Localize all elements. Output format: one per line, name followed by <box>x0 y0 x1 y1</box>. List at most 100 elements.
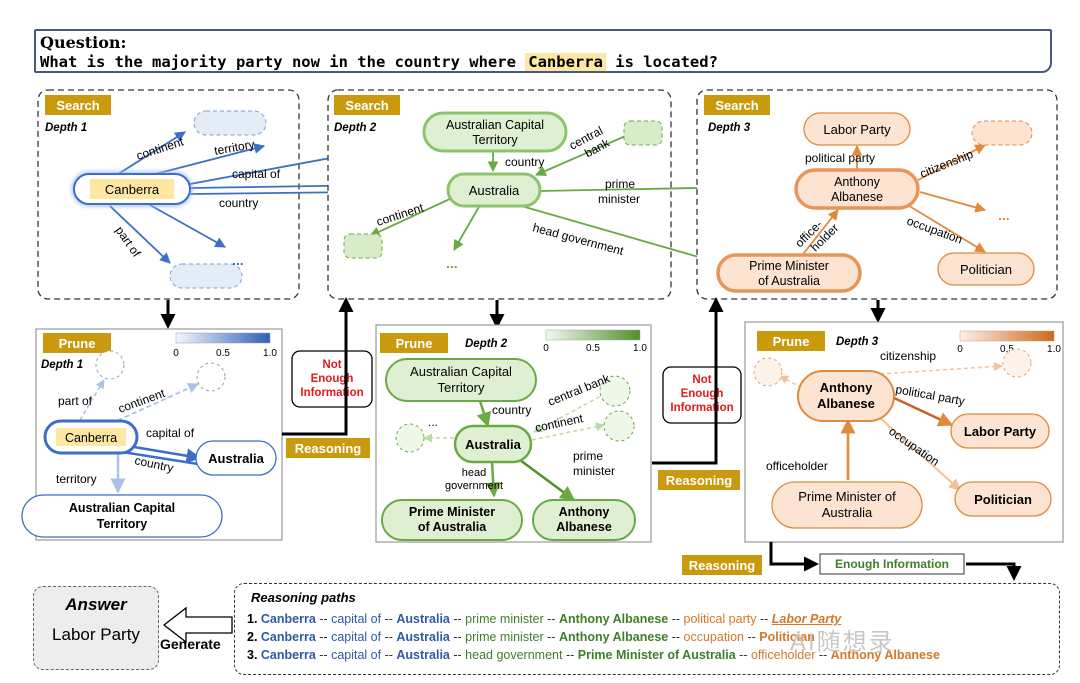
edge-part-of <box>109 205 171 264</box>
placeholder-node <box>1002 348 1032 378</box>
left-arrow-icon <box>162 606 233 644</box>
depth-label: Depth 3 <box>836 336 879 348</box>
scale-tick: 0.5 <box>1000 344 1014 355</box>
reasoning-badge-label: Reasoning <box>295 441 362 456</box>
path-segment: -- <box>315 648 332 662</box>
entity-label: Politician <box>974 492 1032 507</box>
entity-label: Politician <box>960 262 1012 277</box>
entity-label-line: Anthony <box>559 505 610 519</box>
ellipsis: ... <box>232 252 244 268</box>
path-segment: -- <box>381 648 397 662</box>
placeholder-node <box>623 120 663 146</box>
generate-label: Generate <box>160 636 221 652</box>
entity-label-line: Albanese <box>817 396 875 411</box>
entity-label-line: Anthony <box>820 380 873 395</box>
path-segment: 1. <box>247 612 261 626</box>
path-segment: Canberra <box>260 648 316 662</box>
reasoning-paths-box: Reasoning paths 1. Canberra -- capital o… <box>234 583 1060 675</box>
down-arrow-icon <box>966 562 1022 581</box>
not-enough-info-box <box>291 350 373 408</box>
placeholder-node <box>193 110 267 136</box>
politician-node <box>954 481 1052 517</box>
search-panel-depth1: Search Depth 1 Canberra continent territ… <box>37 89 450 300</box>
entity-label-line: Australia <box>822 505 873 520</box>
scale-tick: 1.0 <box>633 343 647 354</box>
answer-box: Answer Labor Party <box>33 586 159 670</box>
path-segment: Anthony Albanese <box>558 630 669 644</box>
entity-label-line: Australian Capital <box>69 501 175 515</box>
edge-political-party <box>891 395 954 427</box>
depth-label: Depth 3 <box>708 122 751 134</box>
edge-citizenship <box>917 144 986 181</box>
path-segment: -- <box>756 612 772 626</box>
relation-label: capital of <box>146 426 195 440</box>
edge-other <box>453 204 481 251</box>
path-segment: Politician <box>759 630 815 644</box>
depth-label: Depth 1 <box>45 122 87 134</box>
edge-country <box>121 450 199 466</box>
path-segment: head government <box>465 648 563 662</box>
entity-label-line: Prime Minister of <box>798 489 896 504</box>
reasoning-badge-label: Reasoning <box>666 473 733 488</box>
relation-label-line: minister <box>573 464 615 478</box>
placeholder-node <box>603 410 635 442</box>
scale-tick: 1.0 <box>1047 344 1061 355</box>
relation-label: territory <box>213 137 255 158</box>
reasoning-step-3: Reasoning Enough Information <box>682 542 1022 581</box>
politician-node <box>937 252 1035 286</box>
path-segment: -- <box>543 630 559 644</box>
reasoning-path-line: 2. Canberra -- capital of -- Australia -… <box>247 630 815 644</box>
path-segment: Canberra <box>260 612 316 626</box>
path-segment: -- <box>381 630 397 644</box>
placeholder-node <box>196 362 226 392</box>
entity-label: Labor Party <box>823 122 891 137</box>
relation-label: country <box>219 196 258 210</box>
edge-continent <box>109 383 199 425</box>
not-enough-line: Enough <box>681 388 724 400</box>
entity-label-line: Prime Minister <box>749 259 829 273</box>
entity-label: Canberra <box>65 431 117 445</box>
relation-label: officeholder <box>766 459 828 473</box>
path-segment: 2. <box>247 630 261 644</box>
reasoning-badge-label: Reasoning <box>689 558 756 573</box>
path-segment: Prime Minister of Australia <box>577 648 736 662</box>
not-enough-line: Information <box>300 387 363 399</box>
path-segment: -- <box>815 648 831 662</box>
watermark-logo: AI随想录 <box>790 629 895 656</box>
depth-label: Depth 1 <box>41 359 83 371</box>
entity-label-line: of Australia <box>758 274 820 288</box>
edge-occupation <box>879 417 961 491</box>
edge-part-of <box>79 379 105 421</box>
relation-label: capital of <box>232 167 281 181</box>
edge-other <box>919 191 987 213</box>
entity-label: Australia <box>469 183 520 198</box>
path-segment: -- <box>668 612 684 626</box>
prune-badge <box>43 333 111 353</box>
entity-label-line: Albanese <box>831 190 883 204</box>
prune-badge-label: Prune <box>773 334 810 349</box>
path-segment: Australia <box>396 612 450 626</box>
edge-citizenship <box>879 362 1003 375</box>
edge-central-bank <box>535 133 631 177</box>
path-segment: 3. <box>247 648 261 662</box>
enough-info-label: Enough Information <box>835 557 949 571</box>
relation-label-line: government <box>445 480 503 492</box>
entity-label: Australia <box>465 437 521 452</box>
entity-label: Canberra <box>105 182 160 197</box>
edge-head-government <box>517 204 732 269</box>
relation-label: country <box>505 155 544 169</box>
pm-australia-node <box>716 253 862 293</box>
scale-tick: 1.0 <box>263 348 277 359</box>
edge-prime-minister <box>519 458 576 502</box>
ellipsis: ... <box>446 255 458 271</box>
